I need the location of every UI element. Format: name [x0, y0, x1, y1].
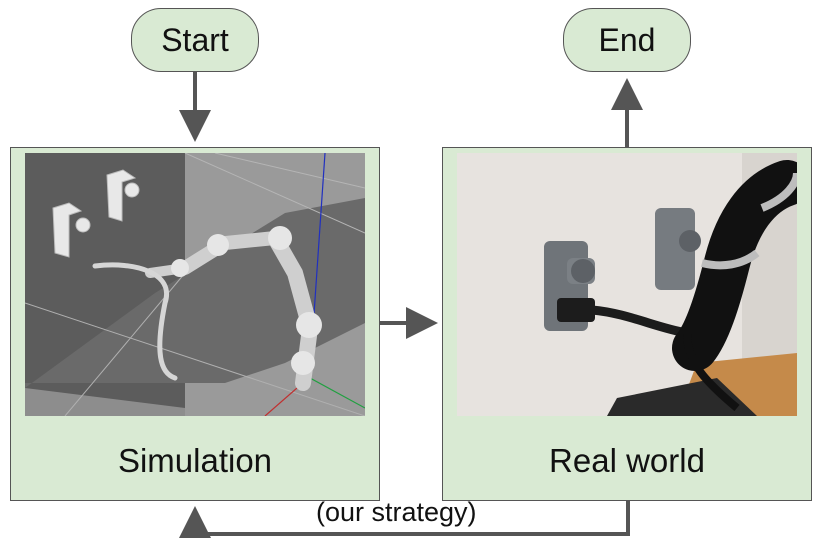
real-world-node: Real world — [442, 147, 812, 501]
feedback-edge-label: (our strategy) — [316, 497, 477, 527]
end-node: End — [563, 8, 691, 72]
start-label: Start — [161, 21, 229, 58]
simulation-label: Simulation — [117, 442, 273, 479]
real-world-label: Real world — [549, 442, 705, 479]
simulation-image — [25, 153, 365, 416]
end-label: End — [598, 21, 656, 58]
real-world-image — [457, 153, 797, 416]
simulation-node: Simulation — [10, 147, 380, 501]
start-node: Start — [131, 8, 259, 72]
